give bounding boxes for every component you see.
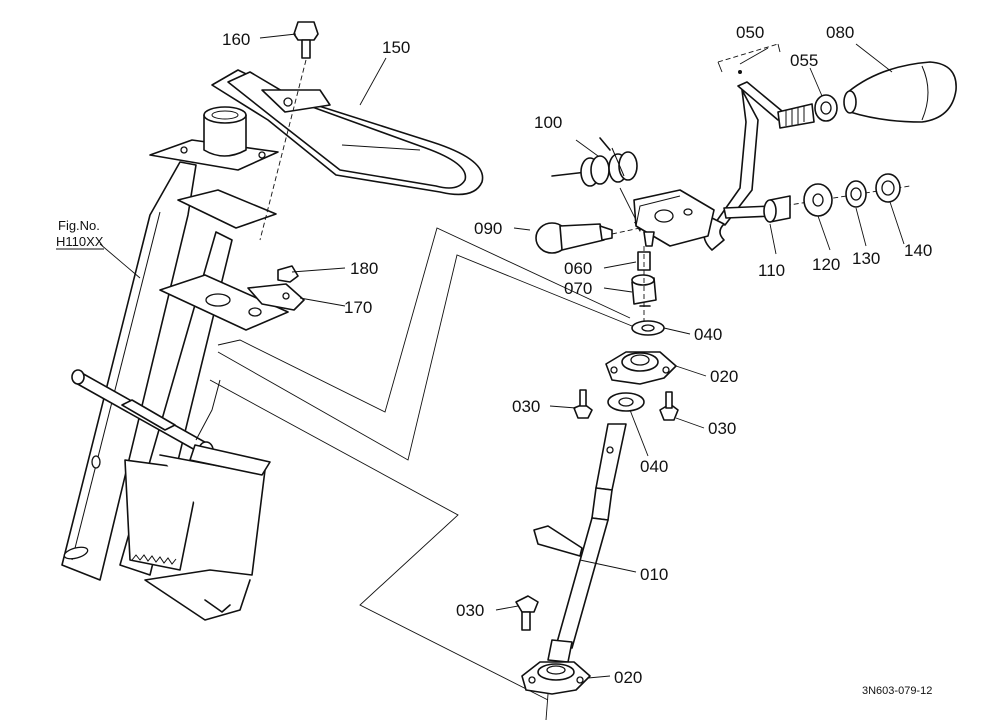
lever-hub xyxy=(633,189,715,247)
bolt-030-right xyxy=(659,391,679,421)
frame-assembly xyxy=(61,106,289,621)
figure-ref-line2: H110XX xyxy=(56,234,104,249)
callout-labels: 160 150 050 080 055 100 090 110 120 130 … xyxy=(56,23,932,697)
callout-050: 050 xyxy=(736,23,764,42)
bolt-160 xyxy=(259,21,319,241)
callout-120: 120 xyxy=(812,255,840,274)
lever-rod-050 xyxy=(703,43,789,251)
callout-070: 070 xyxy=(564,279,592,298)
callout-020-upper: 020 xyxy=(710,367,738,386)
callout-030-right: 030 xyxy=(708,419,736,438)
pin-090 xyxy=(535,222,641,254)
callout-030-lower: 030 xyxy=(456,601,484,620)
bolt-030-lower xyxy=(515,595,539,631)
callout-180: 180 xyxy=(350,259,378,278)
washer-040-upper xyxy=(631,320,665,336)
callout-020-lower: 020 xyxy=(614,668,642,687)
callout-040-lower: 040 xyxy=(640,457,668,476)
callout-060: 060 xyxy=(564,259,592,278)
washer-040-lower xyxy=(607,392,645,412)
callout-030-left: 030 xyxy=(512,397,540,416)
callout-170: 170 xyxy=(344,298,372,317)
callout-160: 160 xyxy=(222,30,250,49)
collar-060-070 xyxy=(631,246,657,330)
callout-130: 130 xyxy=(852,249,880,268)
handle-loop-150 xyxy=(211,69,484,196)
nut-clip-180-170 xyxy=(247,265,305,311)
callout-055: 055 xyxy=(790,51,818,70)
callout-110: 110 xyxy=(758,261,785,280)
guide-lines xyxy=(209,227,633,701)
callout-010: 010 xyxy=(640,565,668,584)
figure-ref-line1: Fig.No. xyxy=(58,218,100,233)
callout-040-upper: 040 xyxy=(694,325,722,344)
bolt-030-left xyxy=(573,389,593,419)
callout-100: 100 xyxy=(534,113,562,132)
callout-080: 080 xyxy=(826,23,854,42)
callout-090: 090 xyxy=(474,219,502,238)
stud-nut-055 xyxy=(777,94,838,129)
flange-bearing-020-upper xyxy=(605,351,677,385)
washers-110-140 xyxy=(763,173,911,223)
spring-100 xyxy=(551,137,644,232)
drawing-code: 3N603-079-12 xyxy=(862,685,932,697)
flange-bearing-020-lower xyxy=(521,661,591,721)
callout-140: 140 xyxy=(904,241,932,260)
knob-080 xyxy=(843,61,957,123)
leader-lines xyxy=(99,33,905,679)
callout-150: 150 xyxy=(382,38,410,57)
shaft-010 xyxy=(533,423,627,663)
